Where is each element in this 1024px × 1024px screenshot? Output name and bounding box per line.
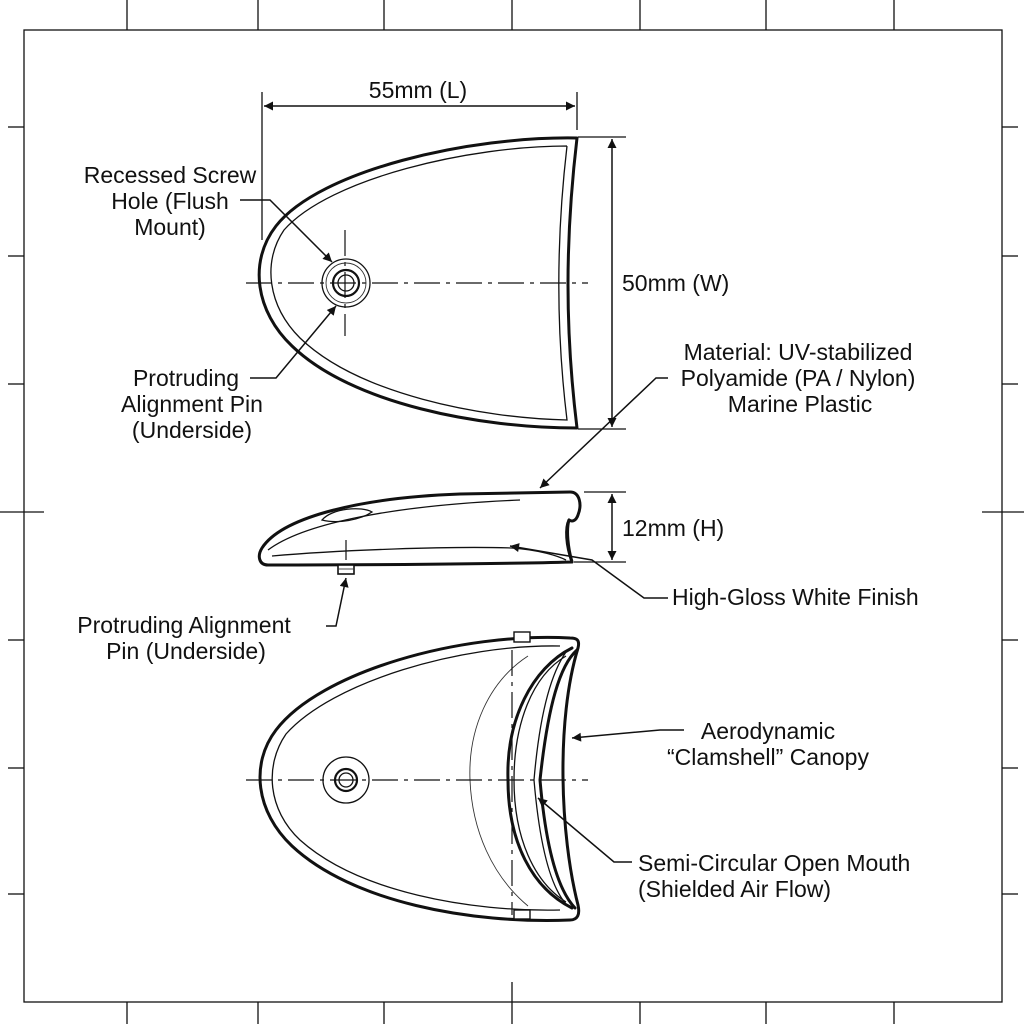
dimension-height [574, 491, 626, 563]
bottom-view [246, 631, 588, 922]
svg-text:“Clamshell” Canopy: “Clamshell” Canopy [667, 744, 869, 770]
svg-text:Material: UV-stabilized: Material: UV-stabilized [684, 339, 913, 365]
side-view-gloss-line [271, 546, 567, 561]
side-view [257, 490, 582, 575]
svg-text:Hole (Flush: Hole (Flush [111, 188, 229, 214]
svg-text:Protruding: Protruding [133, 365, 239, 391]
canopy-callout: Aerodynamic “Clamshell” Canopy [667, 718, 869, 770]
screw-hole-icon [321, 258, 371, 308]
svg-text:Protruding Alignment: Protruding Alignment [77, 612, 291, 638]
side-view-outline [257, 490, 582, 567]
height-dimension-label: 12mm (H) [622, 515, 724, 541]
top-view-outline [257, 136, 579, 430]
bottom-view-outline [258, 635, 581, 922]
length-dimension-label: 55mm (L) [369, 77, 467, 103]
recessed-screw-hole-callout: Recessed Screw Hole (Flush Mount) [84, 162, 257, 240]
bottom-screw-hole-icon [322, 756, 370, 804]
svg-text:Mount): Mount) [134, 214, 206, 240]
svg-text:(Underside): (Underside) [132, 417, 252, 443]
mouth-callout: Semi-Circular Open Mouth (Shielded Air F… [638, 850, 910, 902]
alignment-pin-icon [337, 564, 355, 575]
top-view-inner-edge [270, 145, 568, 421]
bottom-view-inner-edge [271, 645, 561, 911]
mouth-inner-shadow [469, 655, 529, 907]
alignment-pin-top-callout: Protruding Alignment Pin (Underside) [121, 365, 263, 443]
alignment-pin-side-callout: Protruding Alignment Pin (Underside) [77, 612, 291, 664]
svg-text:(Shielded Air Flow): (Shielded Air Flow) [638, 876, 831, 902]
width-dimension-label: 50mm (W) [622, 270, 729, 296]
svg-text:Semi-Circular Open Mouth: Semi-Circular Open Mouth [638, 850, 910, 876]
dimension-length [261, 92, 578, 240]
svg-text:High-Gloss White Finish: High-Gloss White Finish [672, 584, 919, 610]
svg-text:Aerodynamic: Aerodynamic [701, 718, 835, 744]
svg-text:Polyamide (PA / Nylon): Polyamide (PA / Nylon) [681, 365, 916, 391]
svg-text:Marine Plastic: Marine Plastic [728, 391, 872, 417]
finish-callout: High-Gloss White Finish [672, 584, 919, 610]
side-view-screw-recess [320, 508, 374, 523]
svg-text:Pin (Underside): Pin (Underside) [106, 638, 266, 664]
top-view [246, 136, 588, 430]
side-view-top-ridge [267, 499, 521, 551]
svg-text:Alignment Pin: Alignment Pin [121, 391, 263, 417]
svg-text:Recessed Screw: Recessed Screw [84, 162, 257, 188]
material-callout: Material: UV-stabilized Polyamide (PA / … [681, 339, 916, 417]
leader-lines [240, 199, 684, 863]
